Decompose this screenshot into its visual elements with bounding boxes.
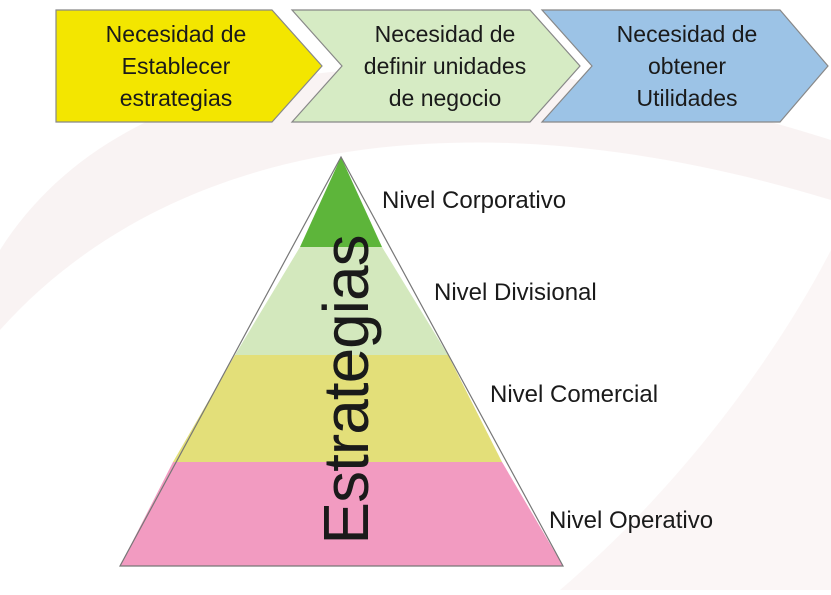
pyramid-tier-operativo <box>120 462 563 566</box>
level-label-comercial: Nivel Comercial <box>490 381 659 408</box>
process-step-2-shape <box>290 9 581 123</box>
pyramid-tier-comercial <box>173 355 502 462</box>
pyramid-tier-divisional <box>235 247 448 355</box>
process-step-1-label: Necesidad de Establecer estrategias <box>105 21 247 111</box>
pyramid-vertical-label: Estrategias <box>310 235 382 545</box>
process-step-3-label: Necesidad de obtener Utilidades <box>616 21 758 111</box>
level-label-operativo: Nivel Operativo <box>549 507 714 534</box>
process-step-3-shape <box>540 9 829 123</box>
background-swoosh <box>0 67 831 330</box>
level-label-corporativo: Nivel Corporativo <box>382 187 567 214</box>
process-step-2-label: Necesidad de definir unidades de negocio <box>363 21 527 111</box>
pyramid-tier-corporativo <box>300 157 382 247</box>
background-swoosh-lower <box>560 250 831 590</box>
process-step-1-shape <box>55 9 323 123</box>
pyramid-outline <box>118 155 565 567</box>
level-label-divisional: Nivel Divisional <box>434 279 597 306</box>
